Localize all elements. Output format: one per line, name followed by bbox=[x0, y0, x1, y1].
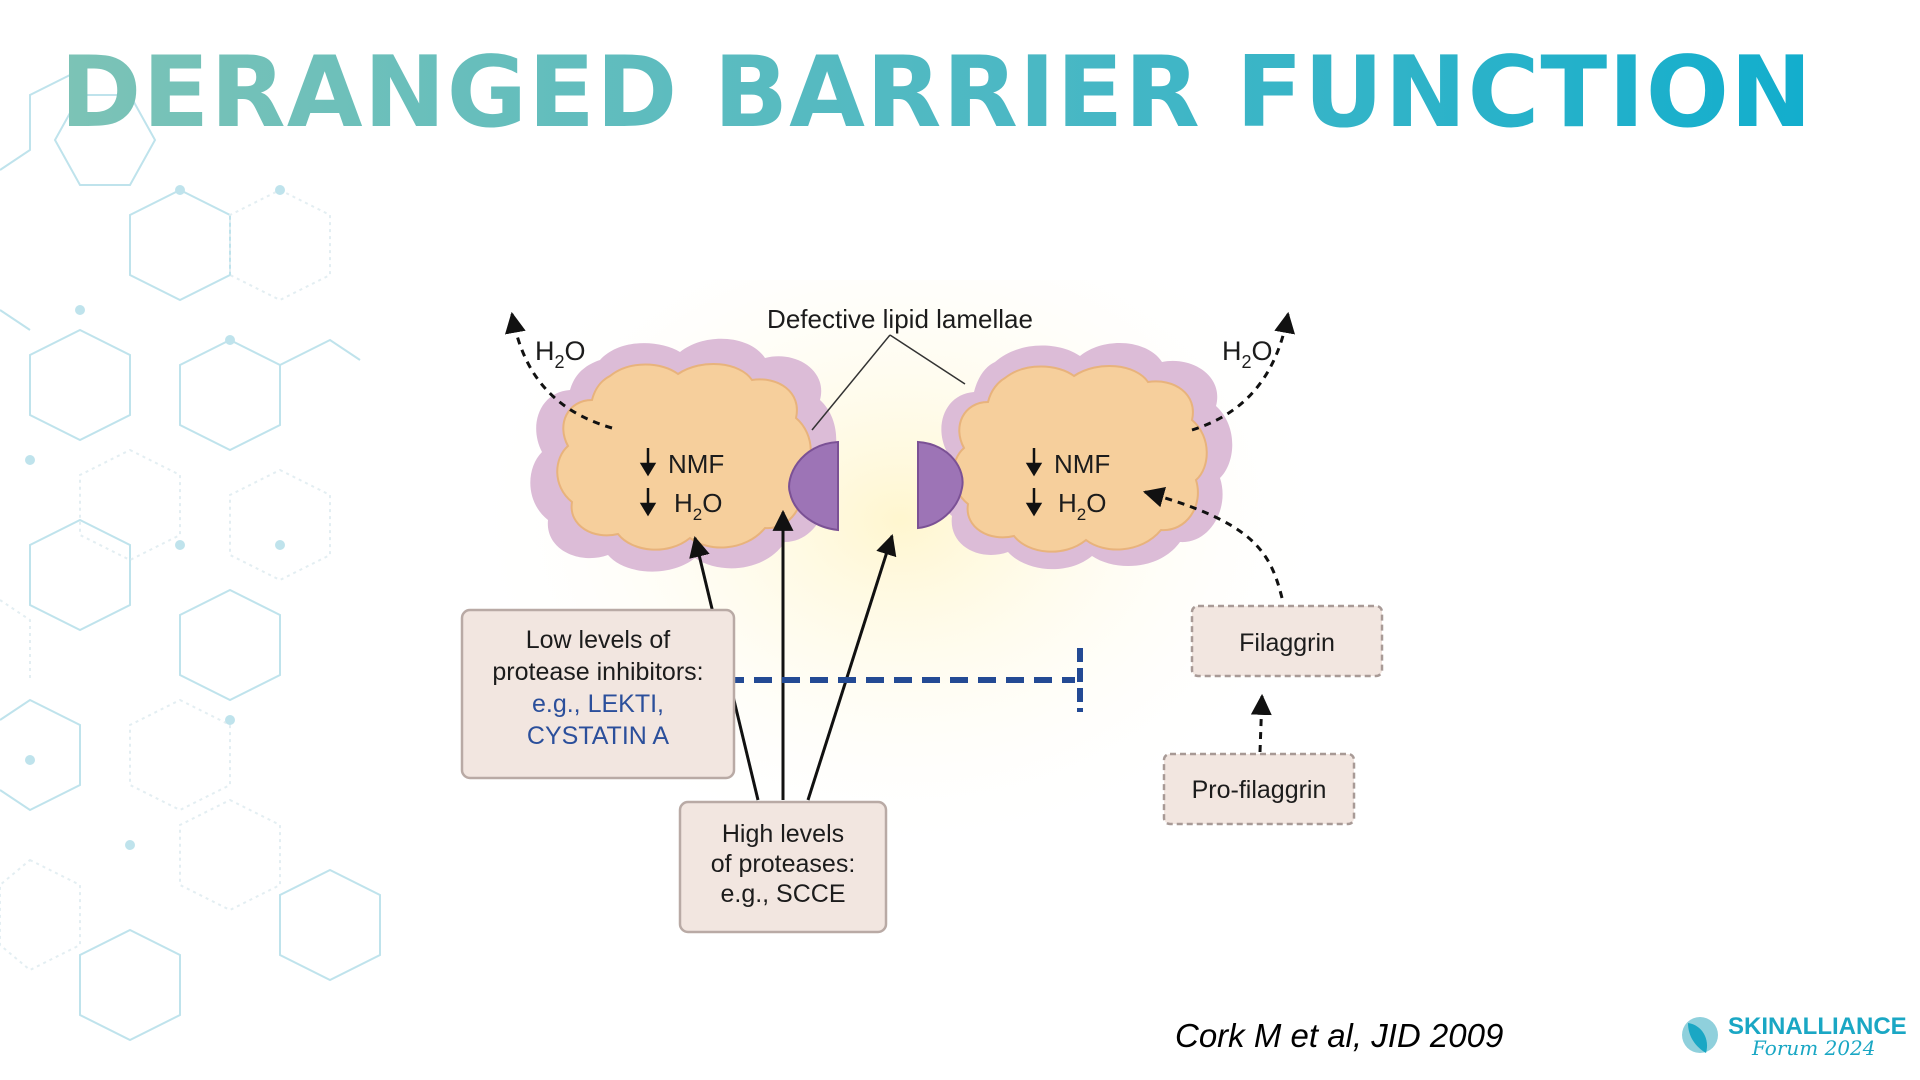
protease-arrow-right bbox=[806, 533, 897, 801]
right-cell-water-label: H2O bbox=[1058, 488, 1106, 524]
right-lipid-lamella bbox=[917, 440, 964, 530]
logo-drop-icon bbox=[1682, 1017, 1718, 1053]
filaggrin-label: Filaggrin bbox=[1239, 629, 1335, 657]
barrier-function-diagram: Defective lipid lamellae H2O H2O NMF H2O… bbox=[460, 280, 1384, 934]
skinalliance-logo: SKINALLIANCE Forum 2024 bbox=[1680, 1005, 1907, 1065]
right-cell-decrease-arrows bbox=[1025, 448, 1043, 517]
left-lipid-lamella bbox=[788, 440, 839, 532]
right-nmf-label: NMF bbox=[1054, 449, 1110, 479]
proteases-line-2: of proteases: bbox=[711, 850, 856, 878]
citation: Cork M et al, JID 2009 bbox=[1175, 1017, 1504, 1054]
left-water-label: H2O bbox=[535, 336, 586, 372]
slide-title: DERANGED BARRIER FUNCTION bbox=[60, 36, 1814, 150]
proteases-box: High levels of proteases: e.g., SCCE bbox=[678, 800, 888, 934]
filaggrin-to-cell-arrow bbox=[1142, 486, 1284, 599]
left-cell-decrease-arrows bbox=[639, 448, 657, 517]
left-cell-body bbox=[556, 363, 812, 551]
hexagon-pattern-background bbox=[0, 69, 381, 1042]
profilaggrin-box: Pro-filaggrin bbox=[1162, 752, 1356, 826]
left-water-loss-arrow bbox=[504, 311, 613, 430]
profilaggrin-label: Pro-filaggrin bbox=[1192, 776, 1327, 804]
lamella-pointer-right bbox=[889, 334, 966, 385]
left-corneocyte bbox=[530, 338, 837, 572]
protease-inhibitors-box: Low levels of protease inhibitors: e.g.,… bbox=[460, 608, 736, 780]
inhibitors-line-4: CYSTATIN A bbox=[527, 722, 669, 750]
logo-subtitle: Forum 2024 bbox=[1752, 1036, 1876, 1060]
inhibitors-line-3: e.g., LEKTI, bbox=[532, 690, 664, 718]
right-water-loss-arrow bbox=[1191, 311, 1296, 432]
filaggrin-box: Filaggrin bbox=[1190, 604, 1384, 678]
left-cell-water-label: H2O bbox=[674, 488, 722, 524]
inhibitors-line-2: protease inhibitors: bbox=[492, 658, 703, 686]
defective-lipid-lamellae-label: Defective lipid lamellae bbox=[767, 304, 1033, 334]
left-nmf-label: NMF bbox=[668, 449, 724, 479]
right-water-label: H2O bbox=[1222, 336, 1273, 372]
proteases-line-3: e.g., SCCE bbox=[720, 880, 845, 908]
inhibitors-line-1: Low levels of bbox=[526, 626, 671, 654]
proteases-line-1: High levels bbox=[722, 820, 844, 848]
logo-name: SKINALLIANCE bbox=[1728, 1013, 1907, 1040]
profilaggrin-to-filaggrin-arrow bbox=[1250, 693, 1272, 753]
lamella-pointer-left bbox=[811, 334, 891, 431]
